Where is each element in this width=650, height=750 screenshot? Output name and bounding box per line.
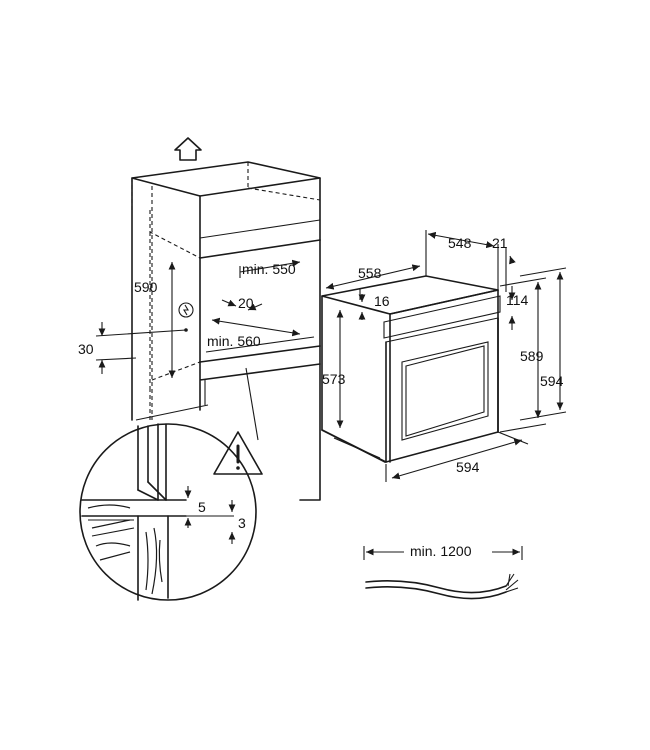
oven [321,275,501,463]
arrow-up-icon [174,137,202,161]
niche-height-label: 590 [134,279,158,295]
cabinet [131,161,321,501]
oven-body-depth-label: 548 [448,235,472,251]
oven-width-label: 594 [456,459,480,475]
socket-height-label: 30 [78,341,94,357]
cable [363,546,523,600]
total-height-label: 594 [540,373,564,389]
front-thickness-label: 21 [492,235,508,251]
niche-min-depth-label: min. 560 [207,333,261,349]
warning-icon [213,431,263,475]
panel-offset-label: 16 [374,293,390,309]
niche-dimensions [95,262,300,378]
detail-content [81,423,236,601]
body-height-label: 573 [322,371,346,387]
control-height-label: 114 [506,292,529,308]
oven-depth-label: 558 [358,265,382,281]
door-height-label: 589 [520,348,544,364]
niche-offset-label: 20 [238,295,254,311]
cable-length-label: min. 1200 [410,543,472,559]
detail-gap-top-label: 5 [198,499,206,515]
niche-min-width-label: min. 550 [242,261,296,277]
detail-magnifier [79,367,259,601]
detail-gap-bottom-label: 3 [238,515,246,531]
oven-dimensions [325,230,567,482]
